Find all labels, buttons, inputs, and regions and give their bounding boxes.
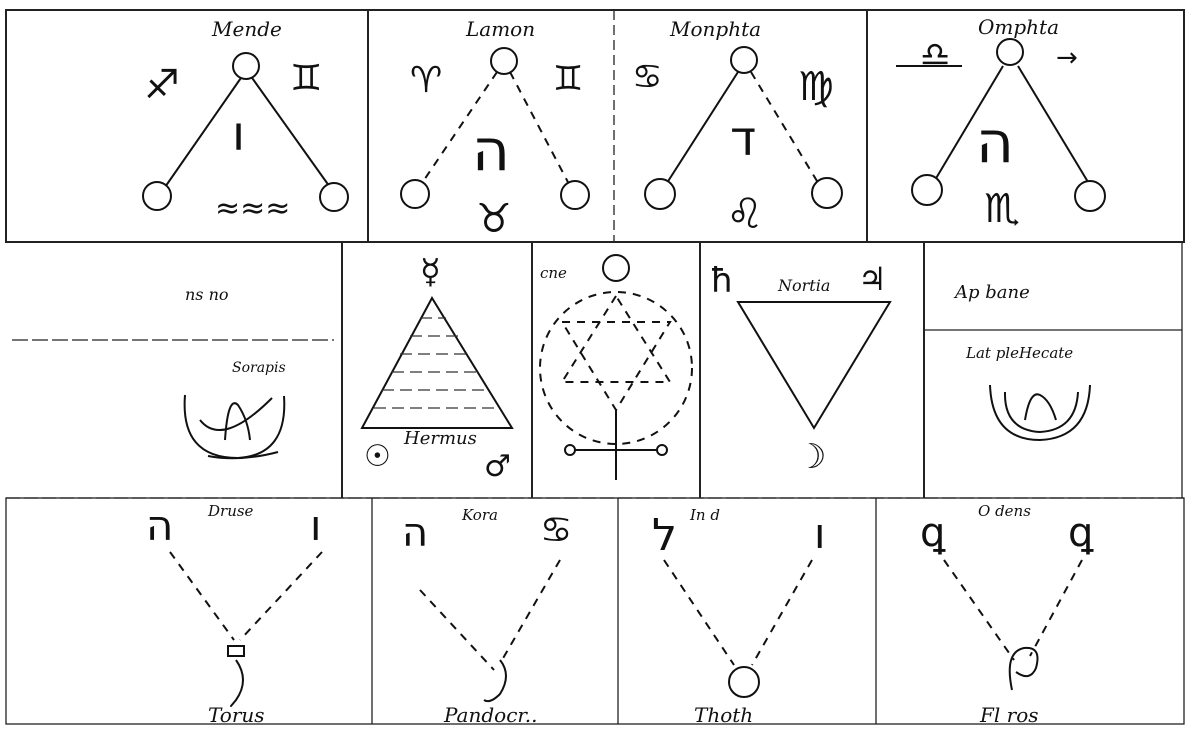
scorpio-sign: ♏ [984, 186, 1020, 232]
aquarius-waves: ≈≈≈ [215, 191, 290, 226]
lamed-letter: ל [652, 510, 677, 561]
arrow-sign: → [1056, 43, 1078, 73]
hermus-label: Hermus [403, 428, 477, 449]
top-node [731, 47, 757, 73]
he-letter: ה [146, 501, 173, 550]
he-letter: ה [472, 116, 510, 184]
aries-sign: ♈ [410, 60, 442, 101]
omphta-label: Omphta [978, 15, 1059, 39]
gemini-sign: ♊ [553, 59, 583, 99]
right-node [812, 178, 842, 208]
he-letter: ה [976, 108, 1014, 176]
sagittarius-sign: ♐ [144, 62, 180, 108]
jupiter-sign: ♃ [858, 260, 887, 298]
leo-sign: ♌ [726, 189, 764, 238]
mende-label: Mende [211, 17, 282, 41]
sun-sign: ☉ [364, 439, 391, 474]
top-node [603, 255, 629, 281]
hexagram-label: cne [540, 264, 567, 282]
nortia-label: Nortia [777, 276, 830, 295]
panel-top-label: ns no [185, 285, 229, 304]
left-node [143, 182, 171, 210]
he-letter: ה [402, 510, 428, 556]
left-sigil: ꝗ [920, 510, 946, 556]
virgo-sign: ♍ [798, 64, 834, 110]
mars-sign: ♂ [484, 449, 511, 484]
vau-letter: ו [814, 509, 825, 558]
eros-label: Fl ros [979, 703, 1039, 727]
cancer-sign: ♋ [540, 510, 572, 551]
daleth-letter: ד [730, 111, 756, 167]
right-sigil: ꝗ [1068, 510, 1094, 556]
mercury-sign: ☿ [420, 252, 441, 292]
thoth-label: Thoth [694, 703, 753, 727]
top-node [997, 39, 1023, 65]
panel-top-label: Ap bane [953, 282, 1030, 303]
right-node [657, 445, 667, 455]
bottom-node [729, 667, 759, 697]
panel-top-label: Druse [207, 502, 254, 520]
left-node [645, 179, 675, 209]
monphta-label: Monphta [669, 17, 761, 41]
panel-top-label: Kora [461, 506, 498, 524]
top-node [491, 48, 517, 74]
moon-sign: ☽ [796, 437, 826, 477]
left-node [401, 180, 429, 208]
taurus-sign: ♉ [476, 196, 512, 242]
vau-letter: ו [310, 501, 321, 550]
panel-top-label: In d [689, 506, 720, 524]
vau-letter: ו [232, 106, 245, 162]
right-node [1075, 181, 1105, 211]
top-node [233, 53, 259, 79]
lamon-label: Lamon [465, 17, 535, 41]
gemini-sign: ♊ [290, 58, 322, 99]
panel-bottom-label: Lat pleHecate [965, 344, 1073, 362]
right-node [561, 181, 589, 209]
pandocrator-label: Pandocr.. [443, 703, 538, 727]
panel-bottom-label: Sorapis [232, 360, 286, 376]
right-node [320, 183, 348, 211]
saturn-sign: ħ [710, 261, 734, 301]
left-node [912, 175, 942, 205]
libra-sign: ♎ [920, 35, 950, 75]
torus-label: Torus [208, 703, 265, 727]
left-node [565, 445, 575, 455]
panel-top-label: O dens [978, 502, 1031, 520]
cancer-sign: ♋ [632, 57, 662, 97]
